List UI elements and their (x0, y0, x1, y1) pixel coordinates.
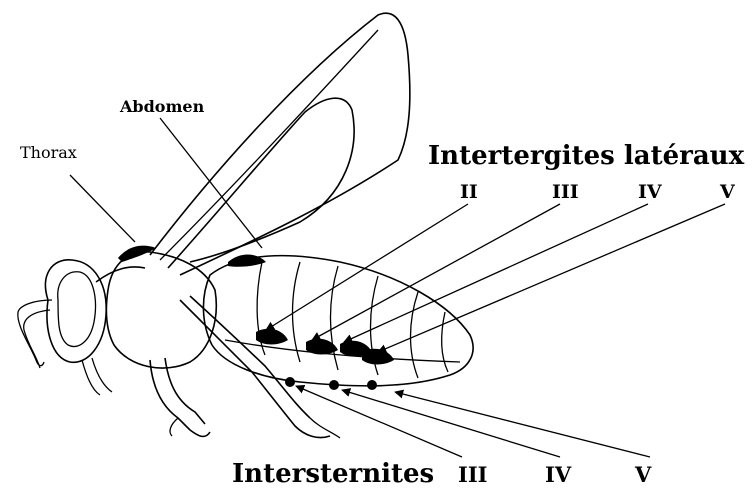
label-intertergite-IV: IV (638, 181, 663, 203)
abdomen-body (203, 255, 473, 391)
intersternite-mark-IV (329, 380, 339, 390)
label-intertergite-III: III (552, 181, 579, 203)
label-intersternites-heading: Intersternites (232, 459, 434, 489)
antenna (24, 310, 50, 368)
intertergite-mark-V (362, 349, 394, 365)
abdomen-leader-line (160, 118, 262, 248)
label-intertergites-heading: Intertergites latéraux (428, 141, 745, 171)
intersternite-mark-III (285, 377, 295, 387)
label-intertergite-V: V (719, 181, 736, 203)
label-intersternite-III: III (458, 462, 487, 487)
intertergite-mark-II (256, 329, 288, 345)
arrow-intertergite-IV (344, 204, 648, 342)
wing-vein (160, 30, 378, 260)
intersternite-mark-V (367, 380, 377, 390)
arrow-intersternite-IV (342, 390, 560, 457)
intertergite-mark-III (306, 339, 338, 355)
label-intersternite-IV: IV (545, 462, 572, 487)
label-intertergite-II: II (460, 181, 478, 203)
forewing (150, 13, 410, 275)
arrow-intersternite-V (395, 392, 650, 457)
label-thorax: Thorax (20, 143, 77, 162)
wings (150, 13, 410, 275)
compound-eye (58, 272, 96, 347)
arrow-intersternite-III (296, 386, 462, 457)
thorax-body (106, 246, 216, 368)
arrow-intertergite-V (378, 204, 725, 352)
label-abdomen: Abdomen (119, 97, 205, 116)
head (18, 260, 145, 395)
label-intersternite-V: V (634, 462, 652, 487)
thorax-leader-line (70, 175, 135, 242)
